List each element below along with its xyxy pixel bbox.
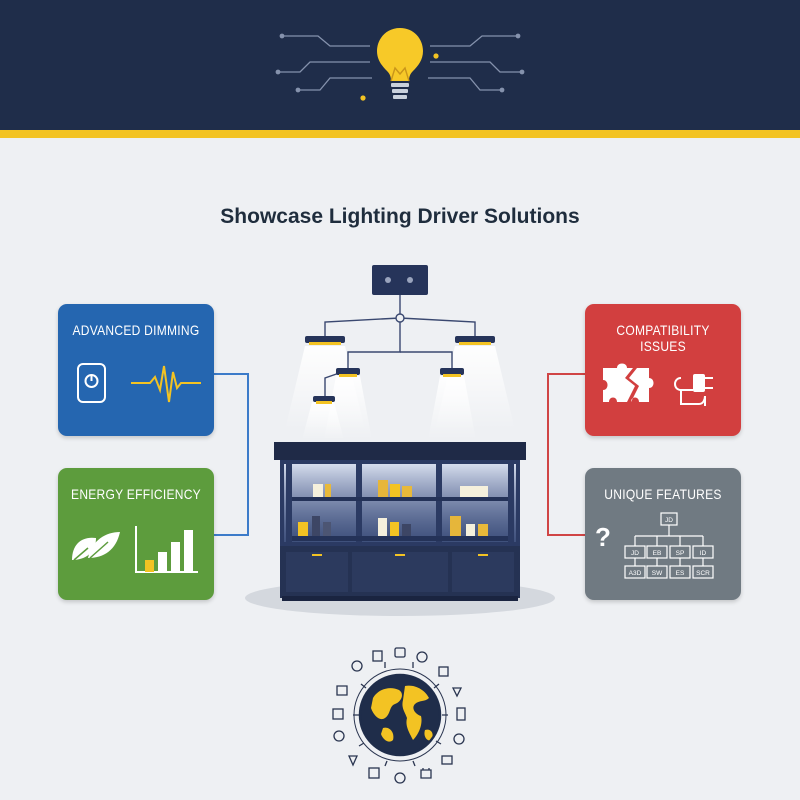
unique-features-card: UNIQUE FEATURES ? JD JD EB SP ID A3D SW …	[585, 468, 741, 600]
feature-icons-ring	[332, 647, 466, 784]
tree-node-label: ES	[676, 570, 685, 577]
energy-efficiency-card: ENERGY EFFICIENCY	[58, 468, 214, 600]
tree-node-label: SP	[676, 550, 685, 557]
dimmer-waveform-icon	[77, 363, 201, 403]
page-title: Showcase Lighting Driver Solutions	[220, 205, 580, 228]
tree-node-label: SCR	[696, 570, 710, 577]
tree-node-label: JD	[631, 550, 639, 557]
feature-tree-diagram: ? JD JD EB SP ID A3D SW ES SCR	[595, 512, 714, 579]
leaf-and-bar-chart-icon	[72, 526, 198, 573]
advanced-dimming-card: ADVANCED DIMMING	[58, 304, 214, 436]
card-title: ADVANCED DIMMING	[72, 322, 200, 338]
tree-node-label: A3D	[629, 570, 642, 577]
tree-node-label: ID	[700, 550, 707, 557]
tree-node-label: SW	[652, 570, 663, 577]
header-banner	[0, 0, 800, 130]
card-title: ENERGY EFFICIENCY	[71, 486, 201, 502]
card-title: COMPATIBILITY ISSUES	[616, 322, 710, 354]
broken-puzzle-and-plug-icon	[603, 363, 713, 406]
header-accent-rule	[0, 130, 800, 138]
card-title: UNIQUE FEATURES	[604, 486, 722, 502]
globe-icon-ring	[332, 647, 466, 784]
lightbulb-circuit-icon	[275, 28, 525, 101]
tree-root-label: JD	[665, 517, 673, 524]
tree-node-label: EB	[653, 550, 662, 557]
question-mark-icon: ?	[595, 522, 611, 552]
compatibility-issues-card: COMPATIBILITY ISSUES	[585, 304, 741, 436]
